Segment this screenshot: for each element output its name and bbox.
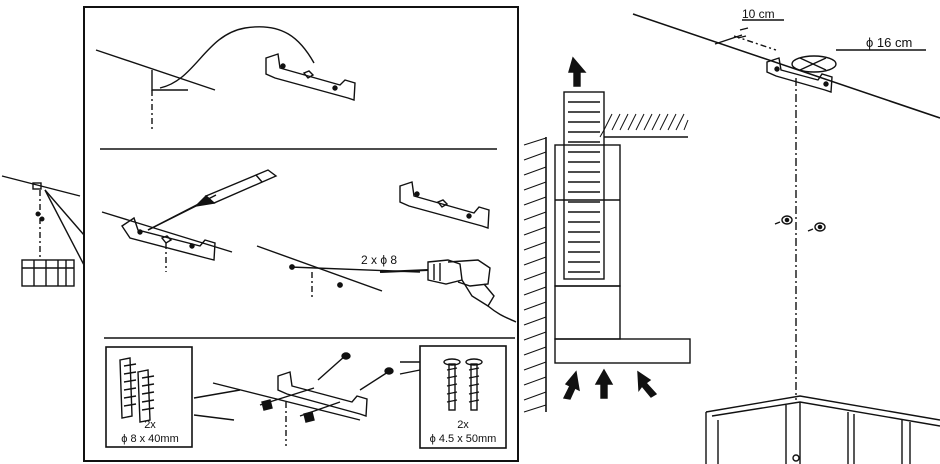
step1-bracket [265, 53, 356, 101]
step3-assembly [193, 352, 421, 446]
ceiling-layout [632, 13, 940, 400]
step1-marking [95, 26, 315, 130]
plugs-count: 2x [144, 419, 156, 431]
screws-count: 2x [457, 419, 469, 431]
step2-wall-and-pencil [101, 169, 278, 272]
plugs-size: ϕ 8 x 40mm [121, 433, 179, 445]
offset-dimension: 10 cm [742, 7, 775, 21]
wall-plug-icon [119, 357, 155, 423]
steps-frame [83, 6, 519, 462]
drill-icon [379, 259, 517, 323]
duct-chimney [554, 56, 691, 364]
screw-icon [443, 358, 483, 411]
wall-screws [774, 215, 826, 232]
drill-size-label: 2 x ϕ 8 [361, 253, 397, 267]
screws-box [419, 345, 507, 449]
wall-hatch [523, 137, 547, 413]
plugs-box [105, 346, 193, 448]
duct-diameter-dimension: ϕ 16 cm [866, 35, 912, 50]
overview-hood-sketch [1, 175, 85, 287]
ceiling-hatch [599, 113, 689, 138]
screws-size: ϕ 4.5 x 50mm [430, 433, 497, 445]
step2-bracket [399, 181, 490, 229]
airflow-arrows [562, 368, 658, 400]
hood-cabinet [705, 395, 940, 464]
